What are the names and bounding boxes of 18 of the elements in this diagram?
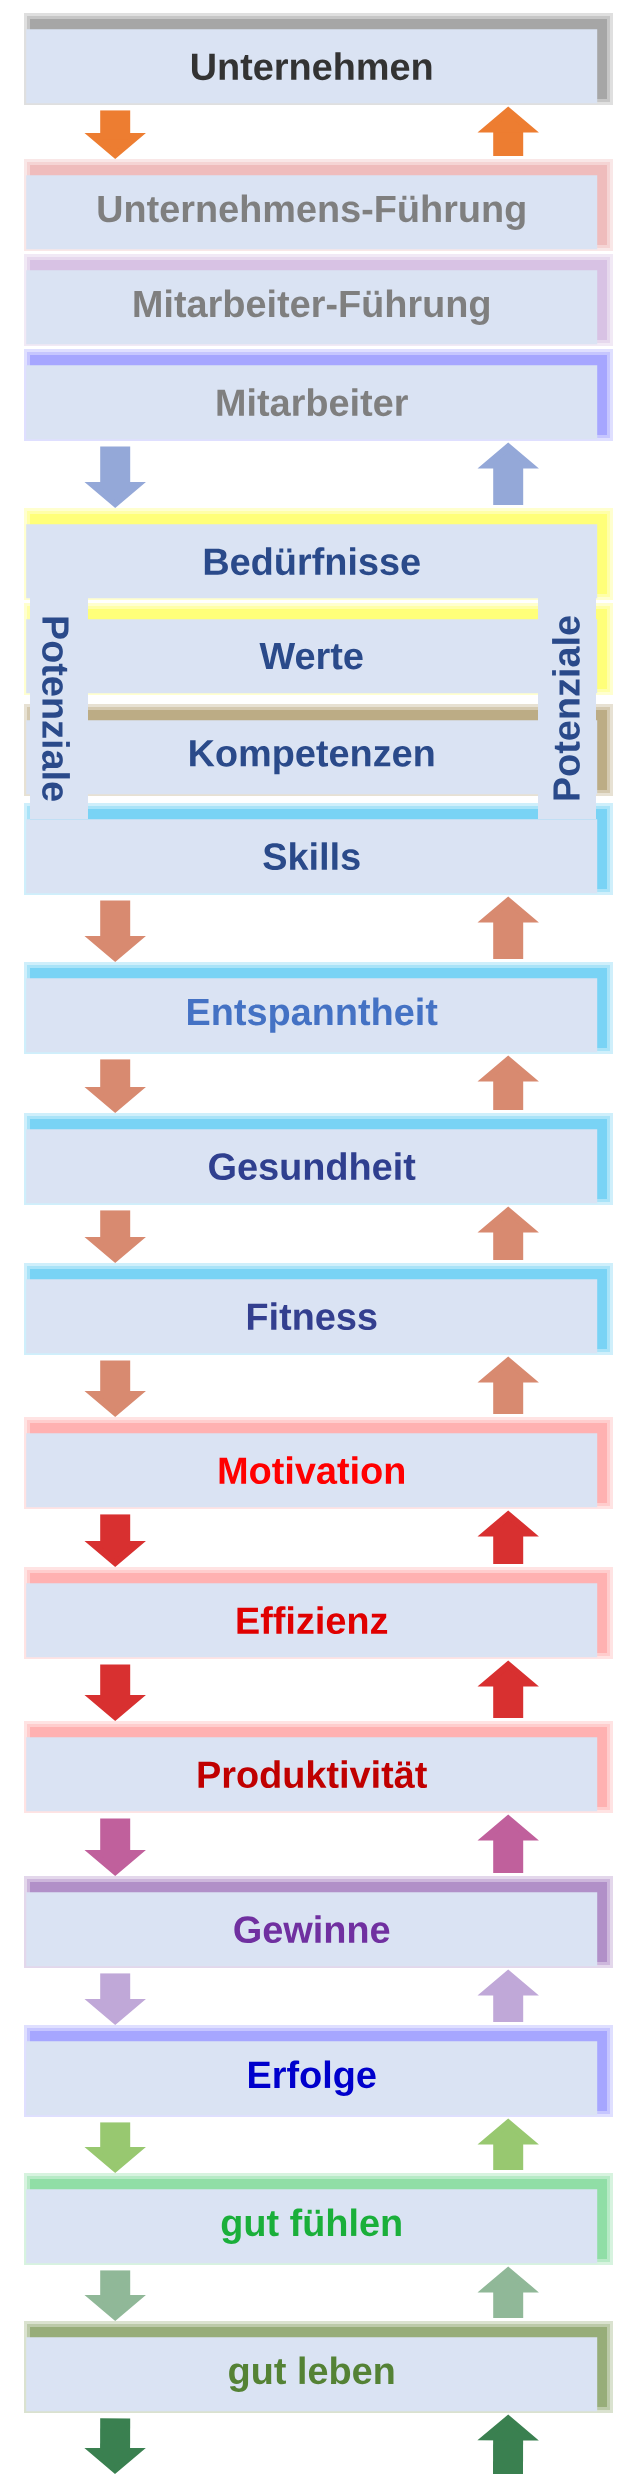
level-box: Produktivität: [24, 1721, 613, 1813]
level-box: gut fühlen: [24, 2173, 613, 2265]
level-box: Motivation: [24, 1417, 613, 1509]
side-label: Potenziale: [538, 598, 596, 819]
level-box: gut leben: [24, 2321, 613, 2413]
level-box: Unternehmen: [24, 13, 613, 105]
level-box: Gesundheit: [24, 1113, 613, 1205]
level-box: Fitness: [24, 1263, 613, 1355]
level-box: Bedürfnisse: [24, 508, 613, 600]
level-box: Skills: [24, 803, 613, 895]
level-box: Mitarbeiter: [24, 349, 613, 441]
level-box: Erfolge: [24, 2025, 613, 2117]
level-box: Effizienz: [24, 1567, 613, 1659]
level-box: Mitarbeiter-Führung: [24, 254, 613, 346]
side-label: Potenziale: [30, 598, 88, 819]
level-box: Unternehmens-Führung: [24, 159, 613, 251]
level-box: Entspanntheit: [24, 962, 613, 1054]
level-box: Gewinne: [24, 1876, 613, 1968]
